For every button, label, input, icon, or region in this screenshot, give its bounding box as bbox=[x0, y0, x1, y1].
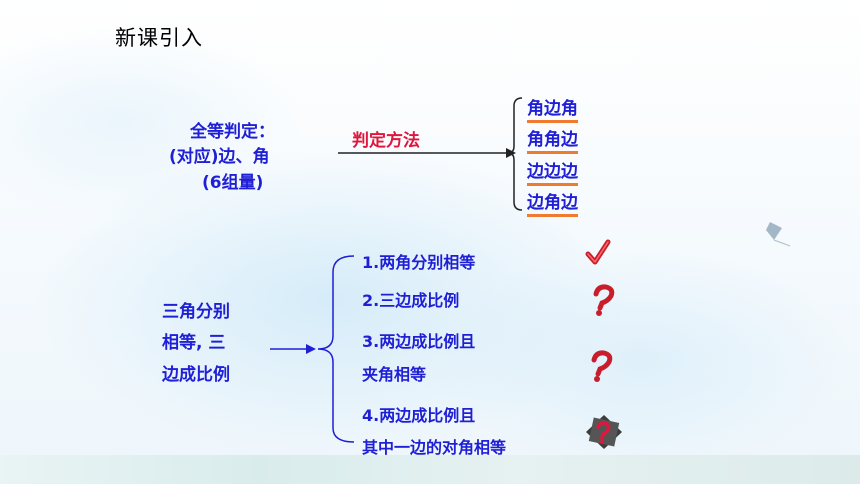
case-4-line-2: 其中一边的对角相等 bbox=[362, 438, 507, 457]
condition-line-2: 相等, 三 bbox=[162, 333, 226, 353]
criteria-line-2: (对应)边、角 bbox=[169, 147, 270, 167]
question-badge-icon bbox=[586, 415, 622, 449]
condition-line-1: 三角分别 bbox=[162, 302, 230, 322]
criteria-line-3: (6组量) bbox=[202, 173, 264, 193]
condition-line-3: 边成比例 bbox=[162, 365, 230, 385]
question-mark-icon bbox=[591, 350, 613, 382]
method-asa: 角边角 bbox=[527, 94, 578, 123]
method-sas: 边角边 bbox=[527, 188, 578, 217]
arrow-label: 判定方法 bbox=[352, 131, 420, 151]
case-3-line-1: 3.两边成比例且 bbox=[362, 332, 476, 351]
case-4-line-1: 4.两边成比例且 bbox=[362, 406, 476, 425]
method-aas: 角角边 bbox=[527, 125, 578, 154]
question-mark-icon bbox=[593, 284, 615, 316]
case-3-line-2: 夹角相等 bbox=[362, 365, 427, 384]
criteria-line-1: 全等判定： bbox=[190, 122, 275, 142]
slide-title: 新课引入 bbox=[115, 26, 203, 50]
method-sss: 边边边 bbox=[527, 157, 578, 186]
check-mark-icon bbox=[585, 239, 611, 265]
case-1-line-1: 1.两角分别相等 bbox=[362, 253, 476, 272]
footer-band bbox=[0, 455, 860, 484]
case-2-line-1: 2.三边成比例 bbox=[362, 291, 460, 310]
